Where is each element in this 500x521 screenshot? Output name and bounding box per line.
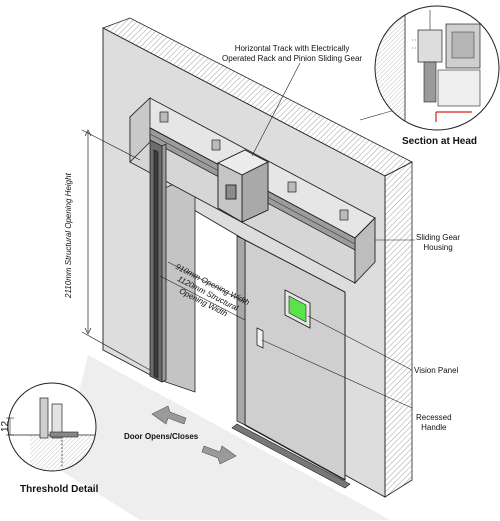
vision-panel-graphic <box>284 289 311 329</box>
threshold-dimension <box>6 417 14 436</box>
handle-label-line1: Recessed <box>416 413 452 422</box>
handle-graphic <box>256 327 264 349</box>
threshold-dim-label: 12 <box>0 420 11 432</box>
housing-label-line1: Sliding Gear <box>416 233 461 242</box>
housing-label: Sliding Gear Housing <box>416 233 460 253</box>
door-edge <box>236 235 246 426</box>
gear-motor <box>216 149 269 223</box>
wall-side <box>384 161 413 498</box>
section-head-caption: Section at Head <box>402 136 478 147</box>
track-label: Horizontal Track with Electrically Opera… <box>222 44 362 64</box>
vision-panel-label: Vision Panel <box>414 366 459 375</box>
threshold-caption: Threshold Detail <box>20 484 99 495</box>
handle-label-line2: Handle <box>421 423 447 432</box>
section-head-detail <box>375 6 499 130</box>
door-opens-label: Door Opens/Closes <box>124 432 199 441</box>
height-dim-label: 2110mm Structural Opening Height <box>64 173 73 298</box>
door-arrows <box>151 405 237 465</box>
height-dimension <box>81 129 151 371</box>
threshold-circle <box>7 382 97 472</box>
bottom-rail <box>231 423 351 489</box>
left-guide <box>149 139 167 383</box>
track-label-line1: Horizontal Track with Electrically <box>234 44 350 53</box>
leader-lines <box>251 62 415 409</box>
floor-shadow <box>60 355 390 520</box>
width-dimension <box>159 261 246 321</box>
threshold-detail <box>8 383 96 471</box>
housing-label-line2: Housing <box>423 243 453 252</box>
track-label-line2: Operated Rack and Pinion Sliding Gear <box>222 54 363 63</box>
handle-label: Recessed Handle <box>416 413 452 433</box>
housing-end <box>354 216 376 285</box>
track-brackets <box>159 111 349 221</box>
section-head-circle <box>374 5 500 131</box>
